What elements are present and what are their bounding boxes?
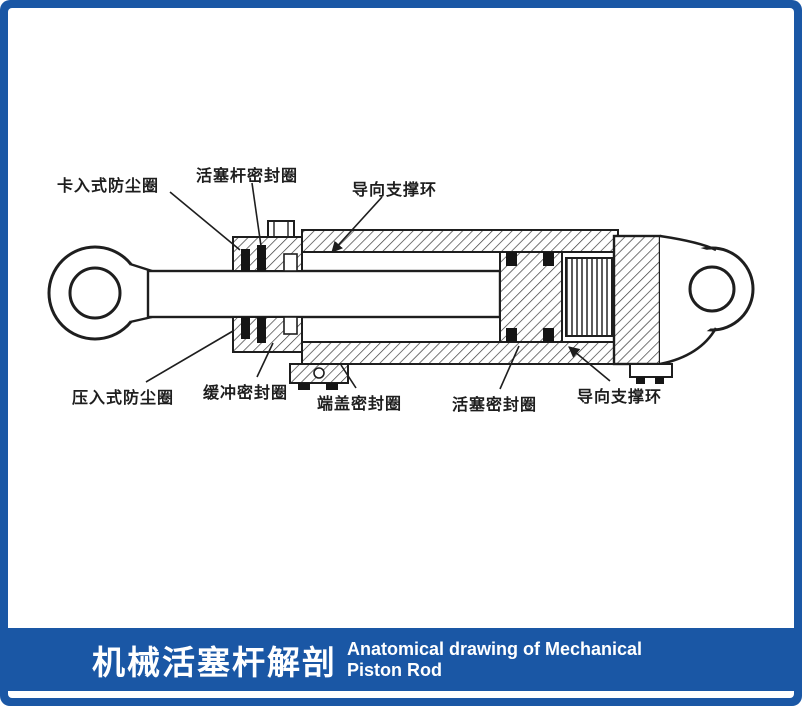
leader-guide-ring-top <box>331 196 383 253</box>
title-english-line2: Piston Rod <box>347 659 442 680</box>
guide-ring-upper <box>283 253 298 272</box>
label-piston-seal-ring: 活塞密封圈 <box>452 397 538 414</box>
label-guide-support-ring-bottom: 导向支撑环 <box>577 389 663 406</box>
cylinder-barrel <box>301 229 619 365</box>
buffer-seal <box>257 317 266 343</box>
label-piston-rod-seal-ring: 活塞杆密封圈 <box>196 168 299 185</box>
clevis-eye-right <box>659 234 755 366</box>
cylinder-assembly <box>47 220 755 390</box>
piston-guide-lower <box>543 328 554 342</box>
label-buffer-seal-ring: 缓冲密封圈 <box>203 385 289 402</box>
title-english-line1: Anatomical drawing of Mechanical <box>347 638 643 659</box>
rod-gland <box>232 220 303 353</box>
piston <box>499 251 563 343</box>
leader-end-cap-seal <box>340 364 357 389</box>
title-english: Anatomical drawing of Mechanical Piston … <box>347 639 642 680</box>
piston-seal-lower <box>506 328 517 342</box>
title-banner: 机械活塞杆解剖 Anatomical drawing of Mechanical… <box>0 628 802 691</box>
title-chinese: 机械活塞杆解剖 <box>92 643 337 681</box>
snap-in-dust-seal <box>241 249 250 271</box>
guide-ring-lower <box>283 316 298 335</box>
label-guide-support-ring-top: 导向支撑环 <box>352 182 438 199</box>
leader-piston-seal <box>499 345 520 390</box>
press-in-dust-seal <box>241 317 250 339</box>
piston-guide-upper <box>543 252 554 266</box>
leader-piston-rod-seal <box>251 182 262 247</box>
end-cap-port-flange <box>289 363 349 390</box>
label-snap-in-dust-ring: 卡入式防尘圈 <box>57 178 160 195</box>
piston-seal-upper <box>506 252 517 266</box>
leader-snap-in-dust-ring <box>169 191 241 251</box>
leader-lines <box>145 182 611 390</box>
leader-buffer-seal <box>256 342 274 378</box>
end-cap-right <box>612 234 662 366</box>
leader-press-in-dust-ring <box>145 330 234 383</box>
rod-seal <box>257 245 266 271</box>
piston-rod <box>146 269 502 319</box>
cushion-spring <box>565 257 613 337</box>
leader-guide-ring-bottom <box>568 346 611 382</box>
port-fitting-right <box>629 363 673 384</box>
label-press-in-dust-ring: 压入式防尘圈 <box>72 390 175 407</box>
label-end-cap-seal-ring: 端盖密封圈 <box>317 396 403 413</box>
rod-eye-left <box>47 245 153 341</box>
